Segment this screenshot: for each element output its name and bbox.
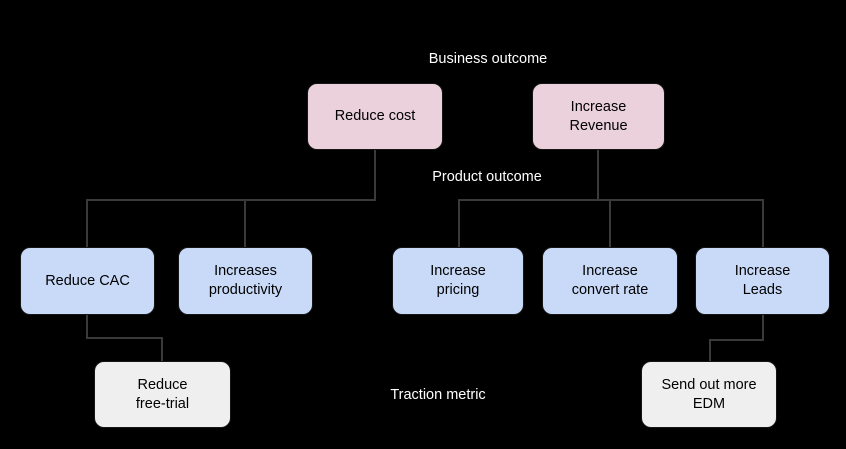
connector-increase-revenue-stem <box>597 150 599 201</box>
node-reduce-cost: Reduce cost <box>307 83 443 150</box>
connector-increase-revenue-branch <box>458 199 764 201</box>
tier-label-business-outcome: Business outcome <box>428 51 548 67</box>
node-reduce-cac: Reduce CAC <box>20 247 155 315</box>
connector-reduce-cost-branch <box>86 199 376 201</box>
connector-to-send-out-more-edm <box>709 339 711 361</box>
connector-to-increases-productivity <box>244 199 246 247</box>
connector-reduce-cost-stem <box>374 150 376 200</box>
node-increase-pricing: Increase pricing <box>392 247 524 315</box>
node-increases-productivity: Increases productivity <box>178 247 313 315</box>
connector-reduce-cac-stem <box>86 315 88 339</box>
connector-increase-leads-stem <box>762 315 764 341</box>
node-increase-convert-rate: Increase convert rate <box>542 247 678 315</box>
node-send-out-more-edm: Send out more EDM <box>641 361 777 428</box>
connector-to-increase-leads <box>762 199 764 247</box>
tier-label-traction-metric: Traction metric <box>390 387 486 403</box>
connector-reduce-cac-elbow <box>86 337 163 339</box>
connector-to-increase-pricing <box>458 199 460 247</box>
node-reduce-free-trial: Reduce free-trial <box>94 361 231 428</box>
connector-to-reduce-free-trial <box>161 337 163 361</box>
connector-to-increase-convert-rate <box>609 199 611 247</box>
connector-to-reduce-cac <box>86 199 88 247</box>
node-increase-revenue: Increase Revenue <box>532 83 665 150</box>
node-increase-leads: Increase Leads <box>695 247 830 315</box>
connector-increase-leads-elbow <box>709 339 764 341</box>
tier-label-product-outcome: Product outcome <box>432 169 542 185</box>
